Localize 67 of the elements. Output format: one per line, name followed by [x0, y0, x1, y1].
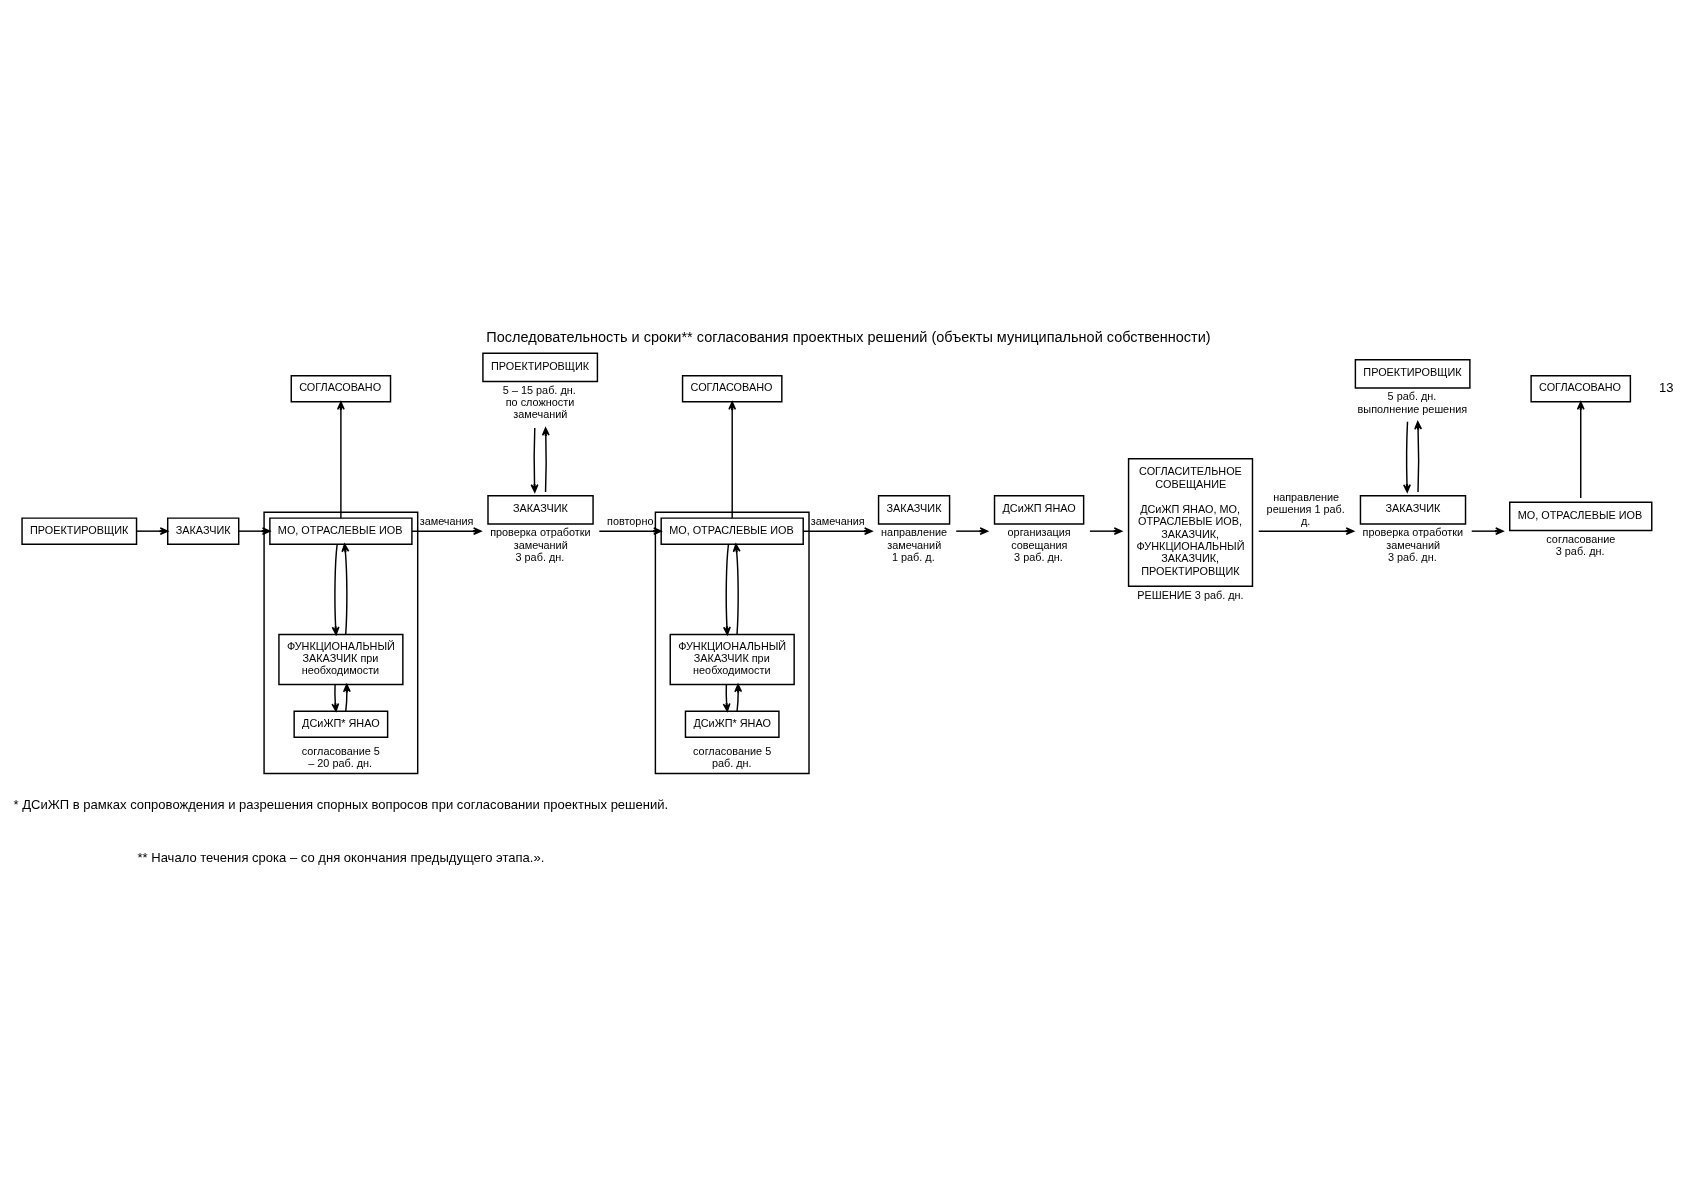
- arrow: [598, 527, 662, 536]
- arrow: [238, 527, 271, 536]
- edge-label: повторно: [607, 515, 654, 528]
- arrow: [732, 543, 741, 636]
- node-label: направление замечаний: [881, 526, 948, 551]
- node-box: ПРОЕКТИРОВЩИК: [1354, 359, 1471, 389]
- node-label: согласование 5 – 20 раб. дн.: [301, 744, 380, 770]
- node-box: МО, ОТРАСЛЕВЫЕ ИОВ: [660, 517, 804, 545]
- arrow: [728, 401, 737, 519]
- arrow: [342, 683, 351, 712]
- node-box: ПРОЕКТИРОВЩИК: [482, 352, 599, 383]
- node-box: ФУНКЦИОНАЛЬНЫЙ ЗАКАЗЧИК при необходимости: [278, 633, 404, 686]
- node-box: ДСиЖП ЯНАО: [993, 494, 1085, 525]
- node-box: ДСиЖП* ЯНАО: [684, 710, 780, 739]
- node-label: 5 раб. дн. выполнение решения: [1357, 390, 1468, 415]
- node-box: ЗАКАЗЧИК: [166, 517, 240, 545]
- node-label: проверка отработки замечаний: [490, 526, 591, 551]
- node-label: 3 раб. дн.: [1014, 550, 1063, 563]
- node-box: МО, ОТРАСЛЕВЫЕ ИОВ: [269, 517, 413, 545]
- node-box: СОГЛАСОВАНО: [681, 375, 783, 403]
- arrow: [734, 683, 743, 712]
- node-label: проверка отработки замечаний: [1362, 526, 1464, 551]
- edge-label: направление решения 1 раб. д.: [1266, 490, 1345, 528]
- arrow: [722, 543, 731, 636]
- node-label: согласование 5 раб. дн.: [693, 744, 772, 770]
- node-box: ПРОЕКТИРОВЩИК: [21, 517, 138, 545]
- arrow: [1089, 527, 1123, 536]
- arrow: [541, 427, 550, 493]
- node-box: ФУНКЦИОНАЛЬНЫЙ ЗАКАЗЧИК при необходимости: [669, 633, 795, 686]
- edge-label: замечания: [810, 515, 865, 528]
- node-box: ЗАКАЗЧИК: [877, 494, 951, 525]
- node-label: 5 – 15 раб. дн.: [502, 383, 576, 396]
- diagram-title: Последовательность и сроки** согласования проектных решений (объекты муниципальной собственности): [486, 329, 1211, 346]
- node-box: СОГЛАСОВАНО: [290, 375, 392, 403]
- label: ** Начало течения срока – со дня окончания предыдущего этапа.».: [137, 850, 545, 866]
- node-box: ЗАКАЗЧИК: [1359, 494, 1467, 525]
- node-label: РЕШЕНИЕ 3 раб. дн.: [1137, 588, 1244, 601]
- arrow: [955, 527, 989, 536]
- arrow: [530, 427, 539, 493]
- arrow: [722, 683, 731, 712]
- edge-label: замечания: [419, 515, 474, 528]
- arrow: [336, 401, 345, 519]
- node-label: 1 раб. д.: [891, 550, 935, 563]
- node-box: МО, ОТРАСЛЕВЫЕ ИОВ: [1509, 501, 1653, 532]
- arrow: [1414, 421, 1423, 493]
- arrow: [411, 527, 482, 536]
- arrow: [331, 543, 340, 636]
- arrow: [1403, 421, 1411, 493]
- label: * ДСиЖП в рамках сопровождения и разрешения спорных вопросов при согласовании проектных решений.: [13, 797, 669, 813]
- node-box: СОГЛАСОВАНО: [1530, 375, 1632, 403]
- arrow: [135, 527, 169, 536]
- arrow: [341, 543, 350, 636]
- arrow: [802, 527, 873, 536]
- label: 13: [1659, 379, 1674, 395]
- node-box: ЗАКАЗЧИК: [487, 494, 594, 525]
- node-label: 3 раб. дн.: [1387, 550, 1437, 563]
- arrow: [1471, 527, 1504, 536]
- arrow: [1258, 527, 1355, 536]
- node-label: по сложности замечаний: [505, 396, 575, 421]
- node-box: ДСиЖП* ЯНАО: [293, 710, 389, 739]
- arrow: [331, 683, 340, 712]
- node-label: 3 раб. дн.: [515, 550, 565, 563]
- node-label: 3 раб. дн.: [1555, 545, 1605, 558]
- node-label: организация совещания: [1007, 526, 1071, 551]
- node-label: согласование: [1546, 532, 1616, 545]
- node-box: СОГЛАСИТЕЛЬНОЕ СОВЕЩАНИЕ ДСиЖП ЯНАО, МО, ОТРАСЛЕВЫЕ ИОВ, ЗАКАЗЧИК, ФУНКЦИОНАЛЬНЫЙ ЗАКАЗЧИК, ПРОЕКТИРОВЩИК: [1127, 457, 1254, 587]
- arrow: [1576, 401, 1585, 499]
